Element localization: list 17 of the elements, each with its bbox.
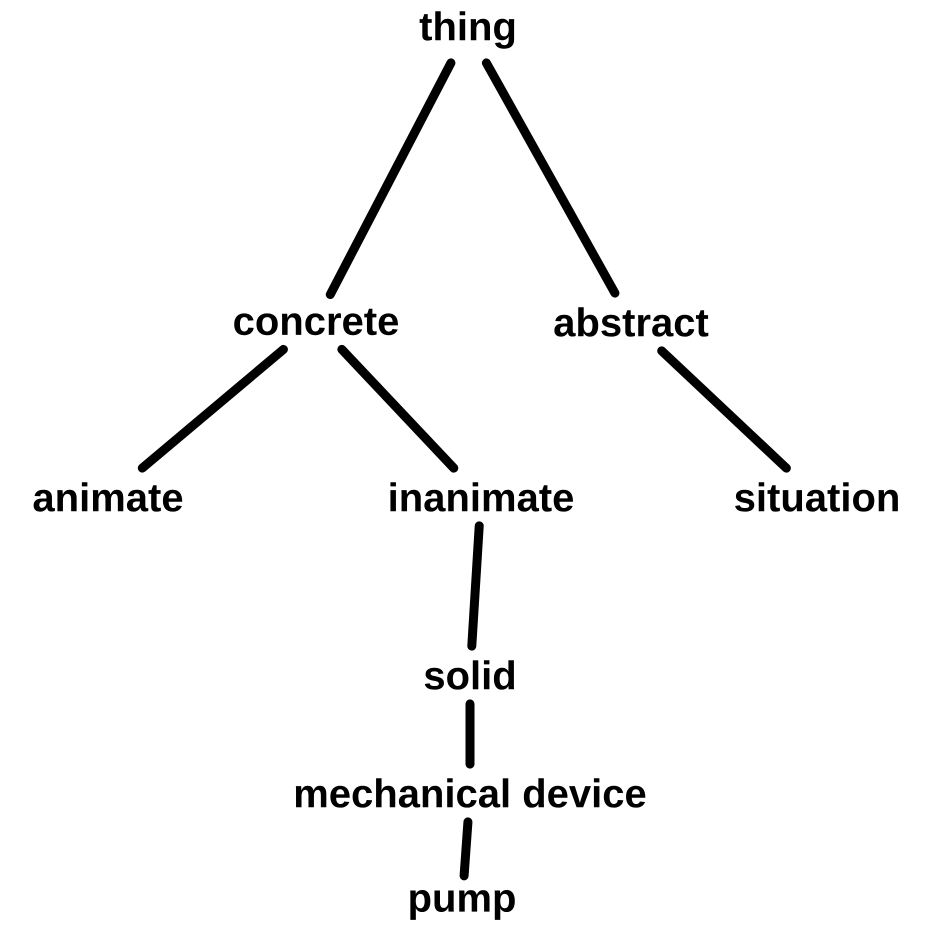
tree-line: [466, 699, 474, 769]
tree-line: [337, 344, 458, 473]
tree-line: [657, 346, 791, 473]
node-label: mechanical device: [296, 778, 646, 808]
node-label: abstract: [554, 307, 708, 337]
tree-line: [138, 344, 288, 473]
node-label: pump: [410, 890, 515, 920]
node-label: concrete: [234, 308, 398, 336]
node-label: inanimate: [390, 482, 573, 512]
node-label: animate: [34, 482, 182, 512]
node-label: situation: [735, 482, 898, 512]
tree-line: [326, 58, 456, 300]
node-label: thing: [420, 11, 514, 49]
tree-line: [482, 58, 620, 298]
node-label: solid: [424, 660, 514, 690]
tree-line: [460, 817, 472, 880]
tree-line: [467, 521, 484, 651]
